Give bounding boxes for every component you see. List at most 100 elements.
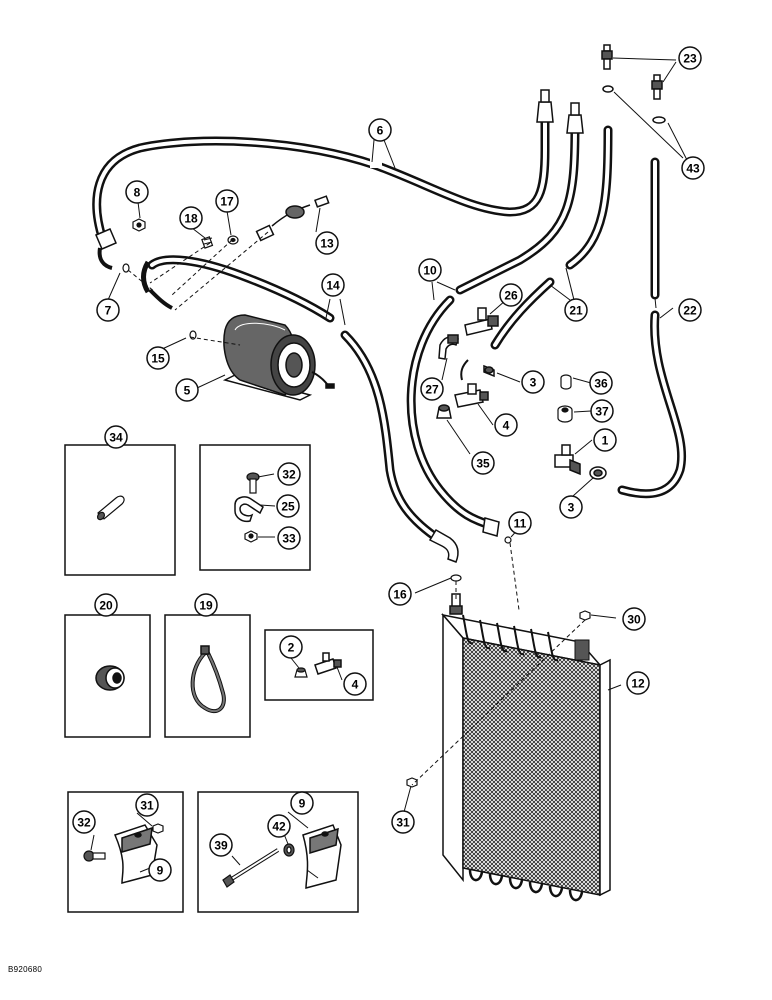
callout-18: 18: [179, 206, 203, 230]
callout-label: 2: [288, 641, 295, 655]
callout-31: 31: [391, 810, 415, 834]
hose-10-fittings: [482, 102, 584, 537]
callout-circle: [104, 425, 128, 449]
bracket-9-left: [113, 824, 158, 884]
valve-core-23: [601, 44, 663, 100]
callout-circle: [420, 377, 444, 401]
callout-22: 22: [678, 298, 702, 322]
elbow-27: [438, 334, 459, 360]
nut-8: [132, 218, 146, 232]
o-ring-16: [450, 574, 462, 582]
callout-label: 9: [157, 864, 164, 878]
callout-14: 14: [321, 273, 345, 297]
callout-leaders: [90, 57, 688, 879]
callout-label: 18: [184, 212, 198, 226]
callout-circle: [277, 526, 301, 550]
callout-13: 13: [315, 231, 339, 255]
callout-circle: [590, 399, 614, 423]
callout-circle: [279, 635, 303, 659]
callout-label: 19: [199, 599, 213, 613]
callout-32: 32: [277, 462, 301, 486]
callout-circle: [681, 156, 705, 180]
hose-6-fittings: [95, 89, 554, 270]
callout-label: 20: [99, 599, 113, 613]
callout-20: 20: [94, 593, 118, 617]
callout-circle: [94, 593, 118, 617]
callout-label: 33: [282, 532, 296, 546]
callout-21: 21: [564, 298, 588, 322]
callout-circle: [179, 206, 203, 230]
callout-label: 4: [503, 419, 510, 433]
callout-23: 23: [678, 46, 702, 70]
nut-33: [244, 530, 258, 543]
callout-6: 6: [368, 118, 392, 142]
callout-label: 42: [272, 820, 286, 834]
fitting-36: [560, 374, 572, 390]
fitting-1: [554, 444, 581, 476]
callout-label: 21: [569, 304, 583, 318]
callout-17: 17: [215, 189, 239, 213]
kit-box-19: [164, 614, 251, 738]
callout-30: 30: [622, 607, 646, 631]
callout-circle: [589, 371, 613, 395]
callout-10: 10: [418, 258, 442, 282]
callout-label: 13: [320, 237, 334, 251]
clip-25: [234, 496, 264, 523]
callout-circle: [215, 189, 239, 213]
callout-35: 35: [471, 451, 495, 475]
callout-11: 11: [508, 511, 532, 535]
hose-14: [147, 255, 445, 545]
valve-4-center: [454, 359, 489, 408]
compressor-5: [222, 314, 335, 401]
callout-label: 22: [683, 304, 697, 318]
dashed-leaders: [127, 231, 586, 786]
bolt-32-bracket: [83, 850, 106, 862]
valve-4-box: [314, 652, 342, 675]
callout-label: 17: [220, 195, 234, 209]
callout-3: 3: [559, 495, 583, 519]
callout-label: 16: [393, 588, 407, 602]
callout-label: 11: [514, 517, 527, 531]
callout-label: 8: [134, 186, 141, 200]
fitting-26: [464, 307, 499, 336]
grommet-20: [95, 665, 125, 691]
callout-label: 39: [214, 839, 228, 853]
nut-30: [579, 610, 591, 621]
callout-4: 4: [494, 413, 518, 437]
condenser-12: [440, 593, 611, 902]
callout-circle: [209, 833, 233, 857]
cap-17: [227, 235, 239, 245]
callout-circle: [276, 494, 300, 518]
callout-31: 31: [135, 793, 159, 817]
hose-22: [617, 157, 687, 499]
callout-label: 35: [476, 457, 490, 471]
callout-circle: [499, 283, 523, 307]
callout-label: 1: [602, 434, 609, 448]
callout-circle: [521, 370, 545, 394]
callout-circle: [267, 814, 291, 838]
callout-43: 43: [681, 156, 705, 180]
callout-34: 34: [104, 425, 128, 449]
washer-42: [283, 843, 295, 857]
callout-label: 32: [282, 468, 296, 482]
callout-26: 26: [499, 283, 523, 307]
callout-circle: [388, 582, 412, 606]
callout-42: 42: [267, 814, 291, 838]
callout-label: 23: [683, 52, 697, 66]
strap-19: [190, 645, 226, 714]
callout-label: 43: [686, 162, 700, 176]
callout-label: 31: [396, 816, 410, 830]
clamp-3-lower: [589, 466, 607, 480]
callout-8: 8: [125, 180, 149, 204]
hose-21: [490, 125, 613, 350]
switch-13: [255, 195, 330, 242]
callout-label: 6: [377, 124, 384, 138]
callout-label: 32: [77, 816, 91, 830]
callout-circle: [564, 298, 588, 322]
callout-circle: [368, 118, 392, 142]
kit-box-34: [64, 444, 176, 576]
callout-circle: [125, 180, 149, 204]
callout-circle: [678, 46, 702, 70]
